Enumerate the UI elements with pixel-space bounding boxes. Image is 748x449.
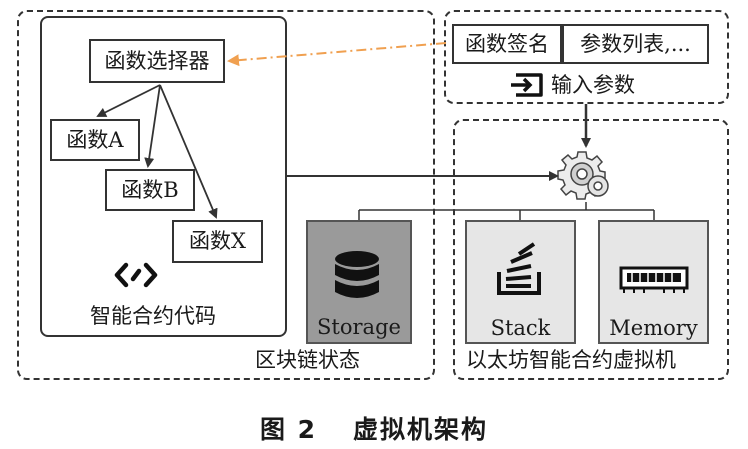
figure-title: 虚拟机架构 (353, 415, 489, 444)
evm-container (453, 119, 729, 380)
function-b-box: 函数B (105, 169, 195, 211)
memory-chip-icon (619, 266, 689, 294)
input-to-selector-arrow (227, 42, 447, 67)
figure-number: 图 2 (259, 415, 318, 444)
arrow-to-function-b (144, 84, 161, 168)
contract-code-label: 智能合约代码 (90, 304, 216, 328)
function-x-box: 函数X (172, 220, 263, 263)
blockchain-state-label: 区块链状态 (255, 348, 360, 372)
figure-caption: 图 2 虚拟机架构 (0, 410, 748, 446)
stack-label: Stack (490, 315, 551, 340)
input-params-container (444, 10, 729, 104)
blockchain-state-container (17, 10, 435, 380)
code-icon (114, 262, 158, 288)
function-selector-box: 函数选择器 (89, 39, 225, 83)
stack-box (465, 220, 576, 344)
stack-icon (496, 242, 542, 296)
input-params-label: 输入参数 (551, 73, 635, 97)
function-signature-field: 函数签名 (452, 24, 562, 64)
arrow-to-function-x (159, 84, 218, 219)
memory-box (598, 220, 709, 344)
evm-label: 以太坊智能合约虚拟机 (466, 348, 676, 372)
input-icon (510, 72, 544, 98)
memory-label: Memory (609, 315, 698, 340)
storage-label: Storage (317, 314, 401, 339)
function-a-box: 函数A (50, 119, 140, 161)
param-list-field: 参数列表,... (562, 24, 709, 64)
contract-code-box (40, 16, 287, 337)
arrow-to-function-a (96, 84, 161, 117)
gear-icon (557, 148, 612, 202)
storage-box (306, 220, 412, 344)
database-icon (332, 250, 382, 302)
